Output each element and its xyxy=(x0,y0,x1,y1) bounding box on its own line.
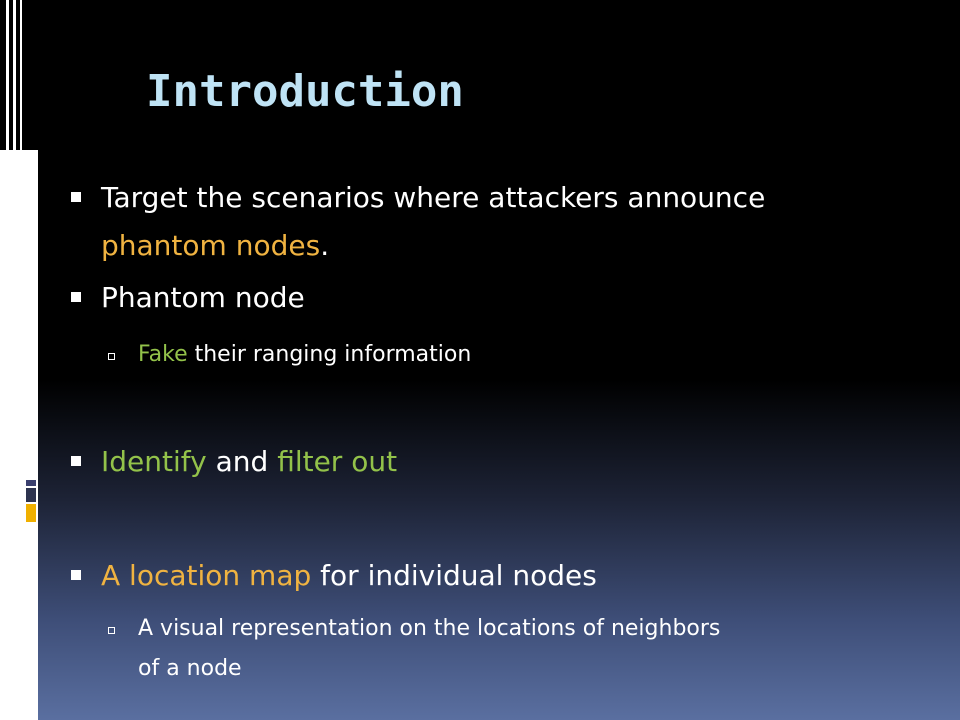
highlight-identify: Identify xyxy=(101,445,207,478)
bullet-4-sub-line-2: of a node xyxy=(138,654,242,684)
left-accent-top xyxy=(0,0,22,150)
sub-bullet-marker xyxy=(108,627,115,634)
slide-title: Introduction xyxy=(146,66,464,117)
bullet-2-sub: Fake their ranging information xyxy=(138,340,471,370)
sub-bullet-marker xyxy=(108,353,115,360)
bullet-4-sub-text-2: of a node xyxy=(138,656,242,681)
bullet-4-text: for individual nodes xyxy=(311,559,597,592)
bullet-2: Phantom node xyxy=(101,280,305,316)
highlight-filter-out: filter out xyxy=(277,445,398,478)
bullet-1-period: . xyxy=(320,229,330,262)
bullet-2-sub-text: their ranging information xyxy=(187,342,472,367)
bullet-4: A location map for individual nodes xyxy=(101,558,597,594)
left-accent-mid xyxy=(26,480,36,522)
bullet-4-sub-text-1: A visual representation on the locations… xyxy=(138,616,721,641)
bullet-marker xyxy=(71,570,81,580)
highlight-location-map: A location map xyxy=(101,559,312,592)
bullet-1-text: Target the scenarios where attackers ann… xyxy=(101,181,766,214)
highlight-fake: Fake xyxy=(138,342,188,367)
bullet-1-line-1: Target the scenarios where attackers ann… xyxy=(101,180,765,216)
bullet-marker xyxy=(71,456,81,466)
bullet-2-text: Phantom node xyxy=(101,281,305,314)
slide: Introduction Target the scenarios where … xyxy=(38,0,960,720)
bullet-3: Identify and filter out xyxy=(101,444,397,480)
left-accent-top-full xyxy=(22,0,38,150)
bullet-marker xyxy=(71,192,81,202)
bullet-3-and: and xyxy=(206,445,278,478)
bullet-1-line-2: phantom nodes. xyxy=(101,228,329,264)
bullet-marker xyxy=(71,292,81,302)
highlight-phantom-nodes: phantom nodes xyxy=(101,229,321,262)
bullet-4-sub-line-1: A visual representation on the locations… xyxy=(138,614,720,644)
